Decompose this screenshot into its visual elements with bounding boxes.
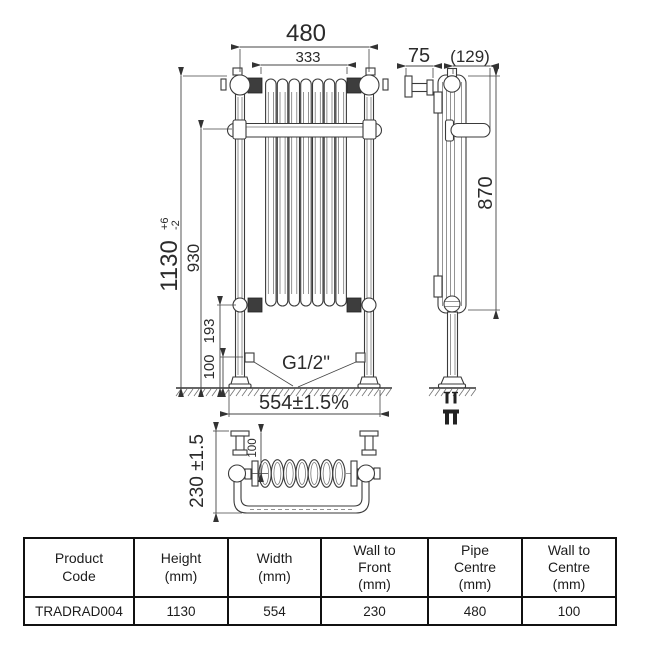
technical-drawing: 480 333 1130 +6 -2 930 193 100 (156, 20, 500, 522)
radiator-sections-top (258, 459, 346, 488)
ball-joint-top-view-left (227, 464, 247, 483)
air-vent-left (232, 67, 243, 76)
dim-193-label: 193 (201, 318, 218, 343)
towel-rail-loop-outer (233, 478, 370, 514)
bracket-hook-upper (433, 91, 443, 114)
wall-bracket-side (404, 75, 434, 98)
cell-height: 1130 (133, 596, 229, 626)
valve-disc-right (350, 460, 358, 487)
cell-product-code: TRADRAD004 (23, 596, 135, 626)
ball-joint-top-left (229, 74, 251, 96)
dim-1130-tol-plus: +6 (159, 217, 171, 230)
bottom-valves (232, 297, 377, 313)
dim-333-label: 333 (295, 49, 320, 66)
dim-129-label: (129) (450, 47, 490, 66)
air-vent-right (365, 67, 376, 76)
top-valves (220, 67, 389, 96)
spec-table: Product Code Height (mm) Width (mm) Wall… (23, 537, 617, 626)
valve-block-bottom-right (346, 297, 362, 313)
col-header-pipe-centre: Pipe Centre (mm) (427, 537, 523, 598)
ball-joint-bottom-right (361, 297, 377, 313)
wall-brackets-top-view (230, 430, 379, 456)
dim-480-label: 480 (286, 20, 326, 47)
ball-joint-top-view-right (356, 464, 376, 483)
col-header-wall-to-centre: Wall to Centre (mm) (521, 537, 617, 598)
spec-table-data-row: TRADRAD004 1130 554 230 480 100 (23, 596, 617, 626)
feet (228, 376, 381, 389)
front-view (175, 67, 392, 397)
g-connector-right (355, 352, 366, 363)
ball-joint-side-bottom (443, 295, 461, 313)
col-header-width: Width (mm) (227, 537, 322, 598)
dim-100-label: 100 (201, 354, 218, 379)
bracket-hook-lower (433, 275, 443, 298)
front-dimensions: 480 333 1130 +6 -2 930 193 100 (156, 20, 389, 417)
ball-joint-side-top (443, 75, 461, 93)
dim-230-label: 230 ±1.5 (187, 434, 208, 508)
col-header-product-code: Product Code (23, 537, 135, 598)
towel-rail (226, 119, 383, 140)
col-header-height: Height (mm) (133, 537, 229, 598)
g-connector-left (244, 352, 255, 363)
cell-width: 554 (227, 596, 322, 626)
spec-table-header-row: Product Code Height (mm) Width (mm) Wall… (23, 537, 617, 598)
dim-930-label: 930 (184, 244, 203, 272)
cell-wall-to-front: 230 (320, 596, 429, 626)
towel-rail-loop-inner (240, 478, 363, 507)
rail-clamp-right (362, 119, 377, 140)
radiator-columns (265, 78, 347, 307)
thread-size-label: G1/2" (282, 353, 330, 374)
post-side (446, 311, 459, 378)
dim-870-label: 870 (475, 176, 497, 209)
top-dimensions: 230 ±1.5 100 (187, 422, 268, 522)
ball-joint-top-right (358, 74, 380, 96)
side-view (404, 67, 491, 425)
ground-hatching-side (428, 388, 477, 397)
dim-100-top-view-label: 100 (247, 438, 259, 457)
dim-554-label: 554±1.5% (259, 392, 349, 414)
dim-1130-tol-minus: -2 (170, 220, 182, 230)
dim-1130-label: 1130 (156, 240, 183, 292)
cell-pipe-centre: 480 (427, 596, 523, 626)
dim-75-label: 75 (408, 45, 430, 67)
towel-rail-bar (226, 122, 383, 138)
rail-clamp-left (232, 119, 247, 140)
col-header-wall-to-front: Wall to Front (mm) (320, 537, 429, 598)
side-dimensions: 75 (129) 870 (397, 45, 500, 319)
cell-wall-to-centre: 100 (521, 596, 617, 626)
plug-right (382, 78, 389, 91)
plug-left (220, 78, 227, 91)
fixing-screws (443, 391, 459, 425)
towel-rail-side (450, 122, 491, 138)
valve-block-bottom-left (247, 297, 263, 313)
